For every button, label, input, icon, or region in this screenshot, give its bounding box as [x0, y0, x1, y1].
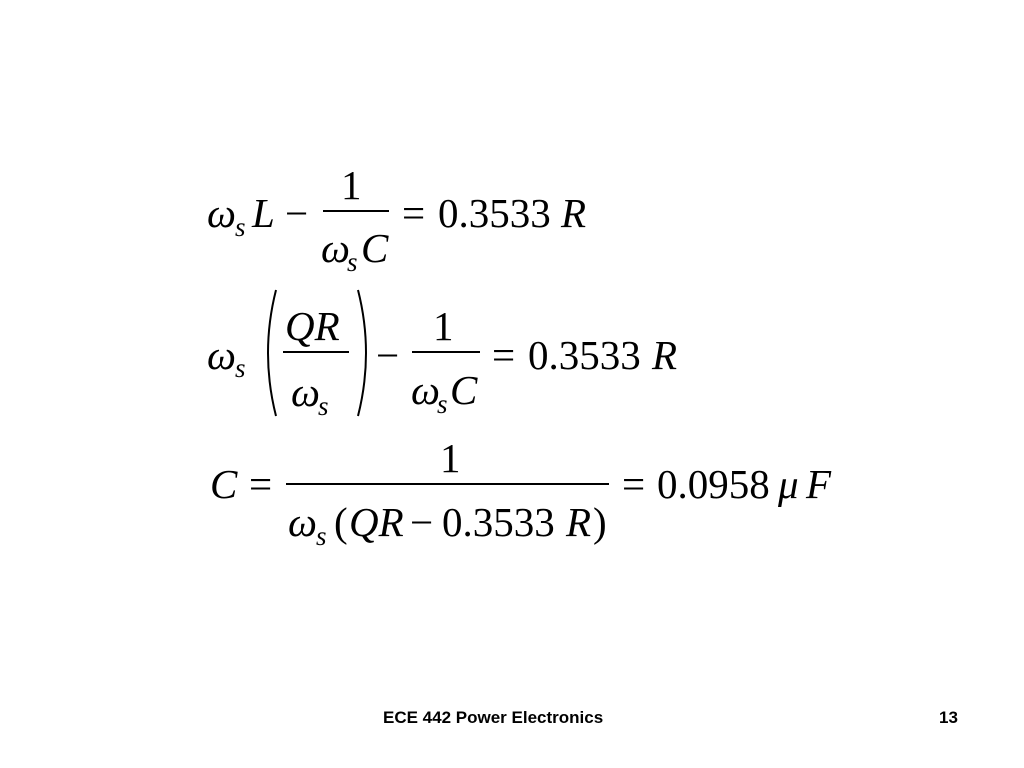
subscript-s: s — [437, 389, 448, 419]
left-parenthesis — [267, 289, 277, 417]
micro-symbol: μ — [778, 461, 799, 507]
omega-symbol: ω — [288, 499, 317, 545]
fraction-bar — [323, 210, 389, 212]
variable-L: L — [252, 190, 275, 236]
unit-F: F — [806, 461, 832, 507]
footer-title: ECE 442 Power Electronics — [383, 708, 604, 727]
fraction-bar — [286, 483, 609, 485]
fraction-numerator: 1 — [440, 435, 461, 481]
fraction-numerator: 1 — [341, 162, 362, 208]
omega-symbol: ω — [291, 369, 320, 415]
fraction-numerator: 1 — [433, 303, 454, 349]
term-QR: QR — [349, 499, 404, 545]
rhs-value: 0.0958 — [657, 461, 770, 507]
variable-C: C — [450, 367, 478, 413]
value-constant: 0.3533 — [442, 499, 555, 545]
omega-symbol: ω — [411, 367, 440, 413]
variable-C: C — [361, 225, 389, 271]
equals-sign: = — [492, 332, 516, 378]
equals-sign: = — [402, 190, 426, 236]
rhs-value: 0.3533 — [438, 190, 551, 236]
minus-sign: − — [410, 499, 434, 545]
variable-R: R — [566, 499, 592, 545]
fraction-bar — [412, 351, 480, 353]
right-parenthesis — [357, 289, 367, 417]
equals-sign: = — [622, 461, 646, 507]
omega-symbol: ω — [207, 332, 236, 378]
variable-R: R — [561, 190, 587, 236]
variable-R: R — [652, 332, 678, 378]
equals-sign: = — [249, 461, 273, 507]
fraction-bar — [283, 351, 349, 353]
subscript-s: s — [316, 521, 327, 551]
close-parenthesis: ) — [593, 499, 607, 545]
subscript-s: s — [318, 391, 329, 421]
subscript-s: s — [235, 212, 246, 242]
variable-C: C — [210, 461, 238, 507]
subscript-s: s — [347, 247, 358, 277]
fraction-numerator: QR — [285, 303, 340, 349]
minus-sign: − — [285, 190, 309, 236]
omega-symbol: ω — [207, 190, 236, 236]
subscript-s: s — [235, 353, 246, 383]
page-number: 13 — [939, 708, 958, 727]
open-parenthesis: ( — [334, 499, 348, 545]
omega-symbol: ω — [321, 225, 350, 271]
rhs-value: 0.3533 — [528, 332, 641, 378]
minus-sign: − — [376, 332, 400, 378]
